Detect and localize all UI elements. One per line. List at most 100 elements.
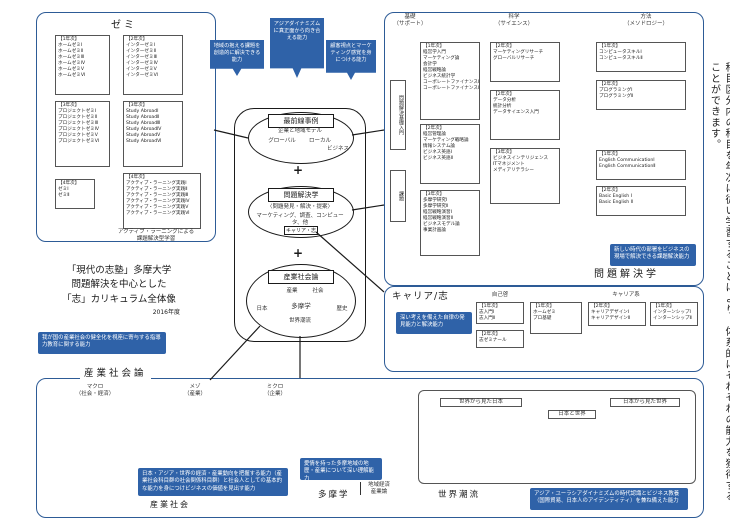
course-item: 【3年次】 <box>423 192 445 197</box>
career-mini-label: キャリア・志 <box>285 228 316 234</box>
course-item: 統計分析 <box>493 104 512 110</box>
col-label-basic: 基礎 （サポート） <box>390 14 430 27</box>
seminar-course-item: Study AbroadⅠ <box>126 109 159 115</box>
col-label-basic-sub: （サポート） <box>393 20 427 27</box>
seminar-footer: アクティブ・ラーニングによる 課題解決型学習 <box>101 229 211 242</box>
society-col2-sub: （産業） <box>183 390 206 397</box>
course-item: キャリアデザインⅠ <box>591 310 630 316</box>
main-title-line1: 「現代の志塾」多摩大学 <box>66 265 172 276</box>
plus-sign-1: + <box>293 163 304 177</box>
career-box-2: 【2年次】志ゼミナール <box>476 330 524 348</box>
course-item: 【2年次】 <box>479 332 501 337</box>
callout-world-trend: アジア・ユーラシアダイナミズムの時代認識とビジネス教養（国際貿易、日本人のアイデ… <box>530 488 688 510</box>
seminar-course-item: ホームゼミⅢ <box>58 55 84 61</box>
tama-sub1: 地域経済 <box>367 482 390 488</box>
line-career-to-career <box>315 231 385 293</box>
seminar-course-item: アクティブ・ラーニング実践Ⅳ <box>126 199 190 205</box>
course-item: コーポレートファイナンスⅠ <box>423 80 480 86</box>
course-item: プログラミングⅡ <box>599 94 634 100</box>
problem-vlabel-task: 課題 <box>390 170 406 222</box>
course-item: 【2年次】 <box>493 44 515 49</box>
industrial-society-title: 産業社会論 <box>268 270 334 284</box>
society-col3-header: ミクロ （企業） <box>240 384 310 397</box>
seminar-course-item: プロジェクトゼミⅢ <box>58 121 98 127</box>
course-item: 会計学 <box>423 62 437 68</box>
industrial-sub-society: 社会 <box>312 288 324 294</box>
course-item: 【1年次】 <box>479 304 501 309</box>
world-col3-title: 日本から見た世界 <box>610 398 680 407</box>
course-item: マーケティングリサーチ <box>493 50 544 56</box>
course-item: グローバルリサーチ <box>493 56 535 62</box>
industrial-sub-history: 歴史 <box>336 306 348 312</box>
course-item: 【1年次】 <box>653 304 675 309</box>
society-col2-header: メゾ （産業） <box>160 384 230 397</box>
seminar-course-item: 【4年次】 <box>126 175 148 180</box>
career-panel-title: キャリア/志 <box>392 291 449 302</box>
course-item: ビジネス英語Ⅰ <box>423 150 452 156</box>
col-label-science-main: 科学 <box>508 14 520 20</box>
seminar-course-item: インターゼミⅥ <box>126 73 158 79</box>
seminar-course-item: ホームゼミⅣ <box>58 61 86 67</box>
course-item: マーケティング戦略論 <box>423 138 469 144</box>
seminar-course-item: インターゼミⅢ <box>126 55 157 61</box>
col-label-science: 科学 （サイエンス） <box>484 14 544 27</box>
problem-box-mid-1: 【2年次】マーケティングリサーチグローバルリサーチ <box>490 42 560 82</box>
course-item: 【1年次】 <box>533 304 555 309</box>
society-col1-main: マクロ <box>86 384 104 390</box>
world-col2-title: 日本と世界 <box>548 410 596 419</box>
society-panel-title: 産業社会論 <box>80 365 151 379</box>
course-item: English CommunicationⅡ <box>599 164 656 170</box>
course-item: 【1年次】 <box>599 152 621 157</box>
course-item: 事業計画論 <box>423 228 446 234</box>
course-item: コンピュータスキルⅠ <box>599 50 642 56</box>
seminar-footer-line1: アクティブ・ラーニングによる <box>117 229 195 235</box>
career-box-3: 【1年次】ホームゼミプロ基礎 <box>530 302 582 334</box>
course-item: ホームゼミ <box>533 310 556 316</box>
line-problem-to-problem <box>351 204 385 211</box>
seminar-course-item: 【4年次】 <box>58 181 80 186</box>
course-item: データサイエンス入門 <box>493 110 539 116</box>
course-item: 【1年次】 <box>599 44 621 49</box>
course-item: English CommunicationⅠ <box>599 158 655 164</box>
seminar-course-item: Study AbroadⅤ <box>126 133 161 139</box>
callout-industrial-guidance: 我が国の産業社会の健全化を視座に寄与する指導力教育に関する能力 <box>38 332 166 354</box>
plus-sign-2: + <box>293 246 304 260</box>
problem-vertical-note: 科目区分内の科目を年次に従い学習することにより、体系的にそれぞれの能力を獲得する… <box>708 62 730 502</box>
course-item: データ分析 <box>493 98 516 104</box>
frontline-sub3: ローカル <box>308 138 331 144</box>
callout-problem-right: 新しい時代の部署をビジネスの現場で解決できる課題解決能力 <box>610 244 696 266</box>
seminar-course-item: プロジェクトゼミⅤ <box>58 133 98 139</box>
seminar-footer-line2: 課題解決型学習 <box>136 235 176 242</box>
seminar-course-item: プロジェクトゼミⅡ <box>58 115 98 121</box>
frontline-sub4: ビジネス <box>326 146 349 152</box>
seminar-course-item: プロジェクトゼミⅥ <box>58 139 99 145</box>
seminar-course-item: 【2年次】 <box>126 37 148 42</box>
course-item: 【2年次】 <box>423 126 445 131</box>
seminar-course-item: アクティブ・ラーニング実践Ⅴ <box>126 205 189 211</box>
course-item: メディアリテラシー <box>493 168 534 174</box>
society-col1-sub: （社会・経済） <box>75 390 115 397</box>
seminar-course-item: インターゼミⅣ <box>126 61 158 67</box>
frontline-sub2: グローバル <box>268 138 296 144</box>
industrial-sub-tama: 多摩学 <box>291 302 311 310</box>
main-title-date: 2016年度 <box>152 308 180 316</box>
col-label-basic-main: 基礎 <box>404 14 416 20</box>
seminar-course-item: Study AbroadⅢ <box>126 121 161 127</box>
seminar-course-item: ゼミⅡ <box>58 193 70 199</box>
line-society-to-panel <box>209 325 261 381</box>
course-item: キャリアデザインⅡ <box>591 316 631 322</box>
seminar-course-item: ゼミⅠ <box>58 187 69 193</box>
seminar-course-item: プロジェクトゼミⅠ <box>58 109 97 115</box>
industrial-sub-japan: 日本 <box>256 306 268 312</box>
society-col3-sub: （企業） <box>263 390 286 397</box>
